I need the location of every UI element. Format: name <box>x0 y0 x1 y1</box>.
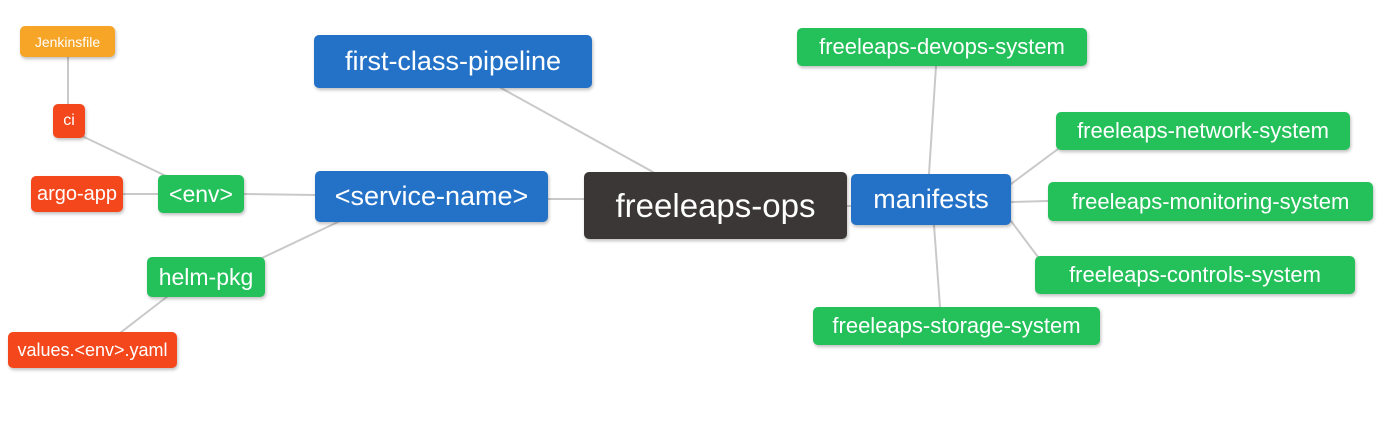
edge-env-service-name <box>243 193 316 196</box>
edge-ci-env <box>83 136 167 177</box>
node-env[interactable]: <env> <box>158 175 244 213</box>
edge-pipeline-root <box>500 87 654 173</box>
node-freeleaps-network-system[interactable]: freeleaps-network-system <box>1056 112 1350 150</box>
node-first-class-pipeline[interactable]: first-class-pipeline <box>314 35 592 88</box>
edge-manifests-storage <box>933 224 941 308</box>
edge-manifests-monitoring <box>1010 200 1049 203</box>
edge-helm-pkg-values <box>119 295 169 334</box>
edge-manifests-devops <box>928 65 937 175</box>
node-freeleaps-ops-root[interactable]: freeleaps-ops <box>584 172 847 239</box>
edge-manifests-network <box>1010 148 1059 185</box>
node-jenkinsfile[interactable]: Jenkinsfile <box>20 26 115 57</box>
node-freeleaps-controls-system[interactable]: freeleaps-controls-system <box>1035 256 1355 294</box>
node-argo-app[interactable]: argo-app <box>31 176 123 212</box>
node-ci[interactable]: ci <box>53 104 85 138</box>
node-freeleaps-storage-system[interactable]: freeleaps-storage-system <box>813 307 1100 345</box>
node-manifests[interactable]: manifests <box>851 174 1011 225</box>
node-helm-pkg[interactable]: helm-pkg <box>147 257 265 297</box>
edge-manifests-controls <box>1010 220 1039 258</box>
node-values-env-yaml[interactable]: values.<env>.yaml <box>8 332 177 368</box>
edge-service-name-helm-pkg <box>261 220 341 259</box>
node-freeleaps-monitoring-system[interactable]: freeleaps-monitoring-system <box>1048 182 1373 221</box>
node-freeleaps-devops-system[interactable]: freeleaps-devops-system <box>797 28 1087 66</box>
node-service-name[interactable]: <service-name> <box>315 171 548 222</box>
